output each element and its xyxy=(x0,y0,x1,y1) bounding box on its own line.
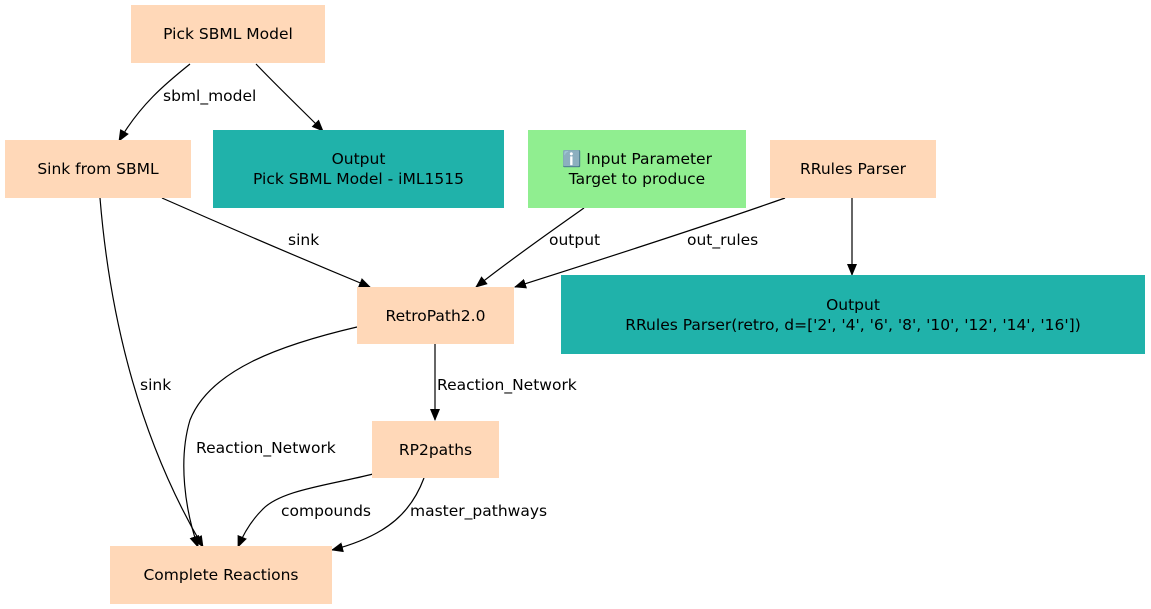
node-label: Output xyxy=(826,295,880,314)
node-rrules-parser[interactable]: RRules Parser xyxy=(770,140,936,198)
edge-retropath-to-complete xyxy=(183,326,358,548)
edge-label-sink-retropath: sink xyxy=(288,231,320,249)
edge-label-reaction-network-rp2paths: Reaction_Network xyxy=(437,376,577,394)
node-label: Sink from SBML xyxy=(37,160,159,178)
node-input-parameter[interactable]: ℹ️ Input Parameter Target to produce xyxy=(528,130,746,208)
node-label: Complete Reactions xyxy=(143,566,299,584)
edge-label-compounds: compounds xyxy=(281,502,371,520)
node-sublabel: RRules Parser(retro, d=['2', '4', '6', '… xyxy=(625,315,1081,334)
node-label: Output xyxy=(331,150,386,168)
edge-rrules-to-retropath xyxy=(514,197,786,289)
edge-pick-to-output xyxy=(255,63,324,132)
node-output-pick-sbml[interactable]: Output Pick SBML Model - iML1515 xyxy=(213,130,504,208)
node-complete-reactions[interactable]: Complete Reactions xyxy=(110,546,332,604)
node-label: RP2paths xyxy=(398,440,473,459)
edge-label-reaction-network-complete: Reaction_Network xyxy=(196,439,336,457)
edge-rp2paths-compounds xyxy=(237,473,374,548)
node-pick-sbml-model[interactable]: Pick SBML Model xyxy=(131,5,325,63)
node-rp2paths[interactable]: RP2paths xyxy=(372,421,499,478)
edge-label-master-pathways: master_pathways xyxy=(410,502,548,520)
node-retropath[interactable]: RetroPath2.0 xyxy=(357,287,514,344)
edge-label-output: output xyxy=(549,231,601,249)
edge-label-out-rules: out_rules xyxy=(687,231,759,249)
node-output-rrules[interactable]: Output RRules Parser(retro, d=['2', '4',… xyxy=(561,275,1145,354)
edge-label-sbml-model: sbml_model xyxy=(163,87,257,105)
edge-sink-to-complete xyxy=(99,197,204,548)
node-label: Pick SBML Model xyxy=(163,25,293,43)
node-label: ℹ️ Input Parameter xyxy=(562,150,712,168)
node-label: RetroPath2.0 xyxy=(385,306,486,325)
edge-sink-to-retropath xyxy=(161,197,371,288)
node-sublabel: Target to produce xyxy=(568,170,706,188)
edge-label-sink-complete: sink xyxy=(140,376,172,394)
edge-pick-to-sink xyxy=(118,63,191,142)
node-sink-from-sbml[interactable]: Sink from SBML xyxy=(5,140,191,198)
edge-rp2paths-master-pathways xyxy=(331,477,425,553)
node-label: RRules Parser xyxy=(799,160,907,178)
edge-input-to-retropath xyxy=(475,207,585,288)
node-sublabel: Pick SBML Model - iML1515 xyxy=(253,170,464,188)
